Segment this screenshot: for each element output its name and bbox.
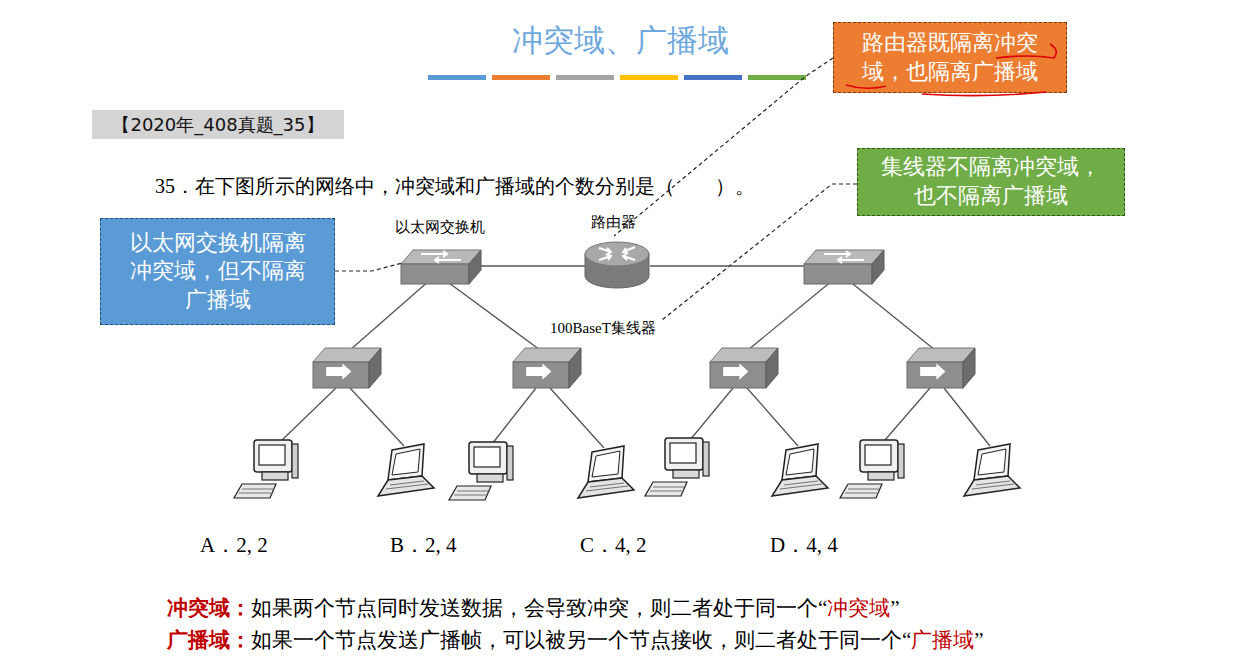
hub-symbol (710, 348, 778, 388)
callout-box: 路由器既隔离冲突 域，也隔离广播域 (833, 22, 1067, 93)
definition-term: 广播域： (167, 628, 251, 652)
desktop-computer (234, 440, 298, 498)
network-link (748, 280, 833, 350)
network-link (280, 388, 336, 442)
network-link (550, 388, 604, 448)
network-link (492, 388, 536, 444)
hub-symbol (907, 348, 975, 388)
color-bar (620, 75, 678, 80)
device-label: 以太网交换机 (290, 218, 590, 237)
device-label: 100BaseT集线器 (453, 319, 753, 338)
ethernet-switch (401, 250, 481, 284)
desktop-computer (645, 438, 709, 496)
definition-line: 冲突域：如果两个节点同时发送数据，会导致冲突，则二者处于同一个“冲突域” (167, 594, 900, 622)
network-link (350, 280, 430, 350)
desktop-computer (840, 440, 904, 498)
definition-text: 如果两个节点同时发送数据，会导致冲突，则二者处于同一个“ (251, 596, 827, 620)
color-bar (428, 75, 486, 80)
page-title: 冲突域、广播域 (0, 20, 1240, 62)
laptop-computer (578, 446, 634, 498)
laptop-computer (964, 444, 1020, 496)
answer-option: B．2, 4 (390, 531, 457, 559)
box-text: 以太网交换机隔离 冲突域，但不隔离 广播域 (117, 229, 318, 315)
laptop-computer (378, 444, 434, 496)
definition-term: 广播域 (911, 628, 974, 652)
box-text: 【2020年_408真题_35】 (96, 113, 340, 136)
box-text: 路由器既隔离冲突 域，也隔离广播域 (854, 29, 1046, 86)
color-bar (492, 75, 550, 80)
network-link (944, 388, 990, 446)
network-link (747, 388, 798, 446)
answer-option: A．2, 2 (200, 531, 268, 559)
question-text: 35．在下图所示的网络中，冲突域和广播域的个数分别是（ ）。 (155, 173, 755, 200)
definition-text: ” (890, 596, 899, 620)
hub-symbol (313, 348, 381, 388)
router-symbol (585, 242, 649, 288)
laptop-computer (772, 444, 828, 496)
box-text: 集线器不隔离冲突域， 也不隔离广播域 (876, 153, 1106, 210)
color-bar (748, 75, 806, 80)
definition-term: 冲突域： (167, 596, 251, 620)
network-link (470, 265, 586, 266)
network-link (848, 280, 935, 350)
network-link (690, 388, 733, 440)
definition-text: 如果一个节点发送广播帧，可以被另一个节点接收，则二者处于同一个“ (251, 628, 911, 652)
callout-box: 以太网交换机隔离 冲突域，但不隔离 广播域 (100, 218, 335, 325)
title-underline-bars (428, 75, 806, 80)
color-bar (684, 75, 742, 80)
network-links (280, 266, 990, 448)
exam-tag: 【2020年_408真题_35】 (92, 110, 344, 139)
network-link (445, 280, 540, 350)
color-bar (556, 75, 614, 80)
definition-text: ” (974, 628, 983, 652)
hub-symbol (513, 348, 581, 388)
network-link (350, 388, 404, 446)
definition-term: 冲突域 (827, 596, 890, 620)
definition-line: 广播域：如果一个节点发送广播帧，可以被另一个节点接收，则二者处于同一个“广播域” (167, 626, 984, 654)
answer-option: D．4, 4 (770, 531, 838, 559)
desktop-computer (449, 442, 513, 500)
answer-option: C．4, 2 (580, 531, 647, 559)
network-link (885, 388, 930, 440)
leader-line (335, 262, 406, 271)
network-link (650, 265, 806, 266)
device-label: 路由器 (463, 213, 763, 232)
callout-box: 集线器不隔离冲突域， 也不隔离广播域 (857, 148, 1125, 216)
ethernet-switch (804, 250, 884, 284)
